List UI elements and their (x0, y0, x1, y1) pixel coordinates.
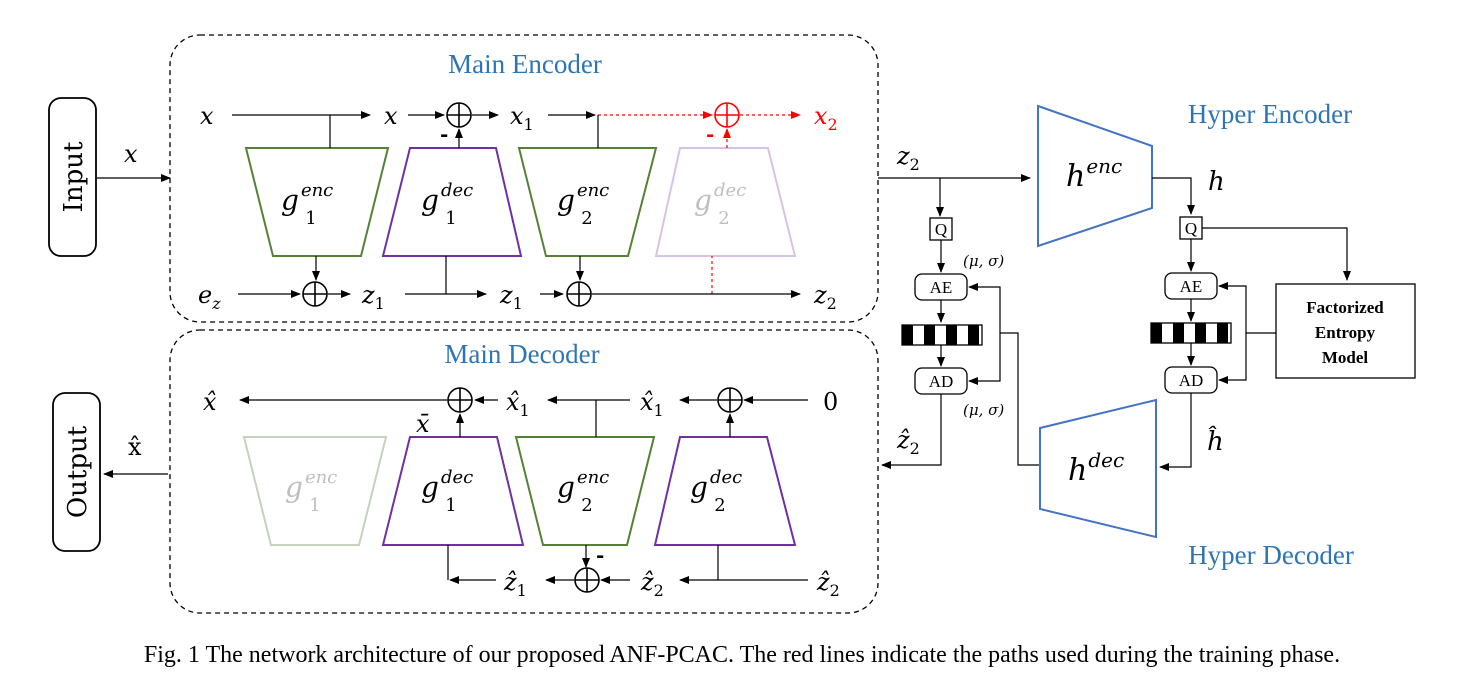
fem-line1: Factorized (1306, 298, 1384, 317)
main-decoder-group (169, 329, 879, 614)
output-label: Output (63, 425, 93, 518)
dec-zero: 0 (823, 388, 838, 416)
hyper-hhat: ĥ (1207, 425, 1224, 457)
enc-x-in: x (200, 102, 214, 130)
hdec-to-ad (968, 332, 1040, 466)
enc-x-mid: x (384, 102, 398, 130)
bitstream-main (901, 324, 983, 346)
enc-minus-1: - (440, 122, 448, 146)
adh-to-hdec (1159, 393, 1192, 471)
mu-sigma-bottom: (μ, σ) (963, 401, 1004, 419)
input-box (48, 97, 97, 257)
hyper-encoder-block: henc (1037, 104, 1153, 248)
train-sum (714, 102, 740, 128)
henc-to-q (1152, 177, 1195, 215)
hyper-encoder-title: Hyper Encoder (1188, 99, 1352, 129)
dec-z2hat-b: ẑ2 (640, 568, 664, 600)
hyper-z2: z2 (896, 142, 920, 174)
mu-sigma-top: (μ, σ) (963, 252, 1004, 270)
main-decoder-title: Main Decoder (444, 339, 599, 369)
figure-caption: Fig. 1 The network architecture of our p… (144, 642, 1340, 668)
dec-sum-bottom (574, 567, 600, 593)
enc-sum-bottom-2 (566, 281, 592, 307)
hdec-to-ae (968, 283, 1001, 333)
output-box (52, 392, 101, 552)
ae-main-label: AE (930, 278, 953, 297)
dec-z1hat: ẑ1 (503, 568, 527, 600)
dec-xbar: x̄ (416, 410, 430, 438)
hyper-h: h (1208, 167, 1225, 197)
dec-sum-left (447, 387, 473, 413)
quantizer-main-label: Q (935, 220, 947, 239)
train-minus: - (706, 122, 714, 146)
dec-x1hat-a: x̂1 (640, 388, 664, 420)
enc-z2: z2 (813, 281, 837, 313)
ad-to-decoder (881, 394, 942, 469)
hdec-label: hdec (1068, 448, 1124, 488)
fem-line3: Model (1322, 348, 1369, 367)
dec-xhat: x̂ (203, 388, 217, 416)
enc-x1: x1 (510, 102, 534, 134)
enc-z1-b: z1 (499, 281, 523, 313)
quantizer-hyper-label: Q (1185, 219, 1197, 238)
bitstream-hyper (1150, 322, 1232, 344)
input-x-label: x (124, 140, 138, 168)
factorized-entropy-model (1275, 283, 1416, 379)
hyper-decoder-block: hdec (1039, 398, 1157, 539)
output-xhat-label: x̂ (128, 433, 142, 461)
input-label: Input (59, 141, 89, 212)
dec-x1hat-b: x̂1 (506, 388, 530, 420)
fem-to-aeh (1218, 282, 1276, 334)
enc-sum-bottom-1 (302, 281, 328, 307)
hyper-decoder-title: Hyper Decoder (1188, 540, 1354, 570)
henc-label: henc (1066, 154, 1122, 194)
q-to-factorized (1202, 227, 1351, 281)
main-encoder-title: Main Encoder (448, 49, 602, 79)
hyper-z2hat: ẑ2 (896, 426, 920, 458)
fem-to-adh (1218, 333, 1247, 384)
enc-ez: ez (198, 281, 221, 313)
ad-main-label: AD (929, 372, 954, 391)
ae-hyper-label: AE (1180, 277, 1203, 296)
fem-line2: Entropy (1315, 323, 1376, 342)
ad-hyper-label: AD (1179, 371, 1204, 390)
dec-z2hat-a: ẑ2 (816, 568, 840, 600)
dec-sum-right (717, 387, 743, 413)
enc-z1-a: z1 (361, 281, 385, 313)
enc-x2-red: x2 (814, 102, 838, 134)
enc-sum-top (446, 102, 472, 128)
dec-minus: - (596, 543, 604, 567)
